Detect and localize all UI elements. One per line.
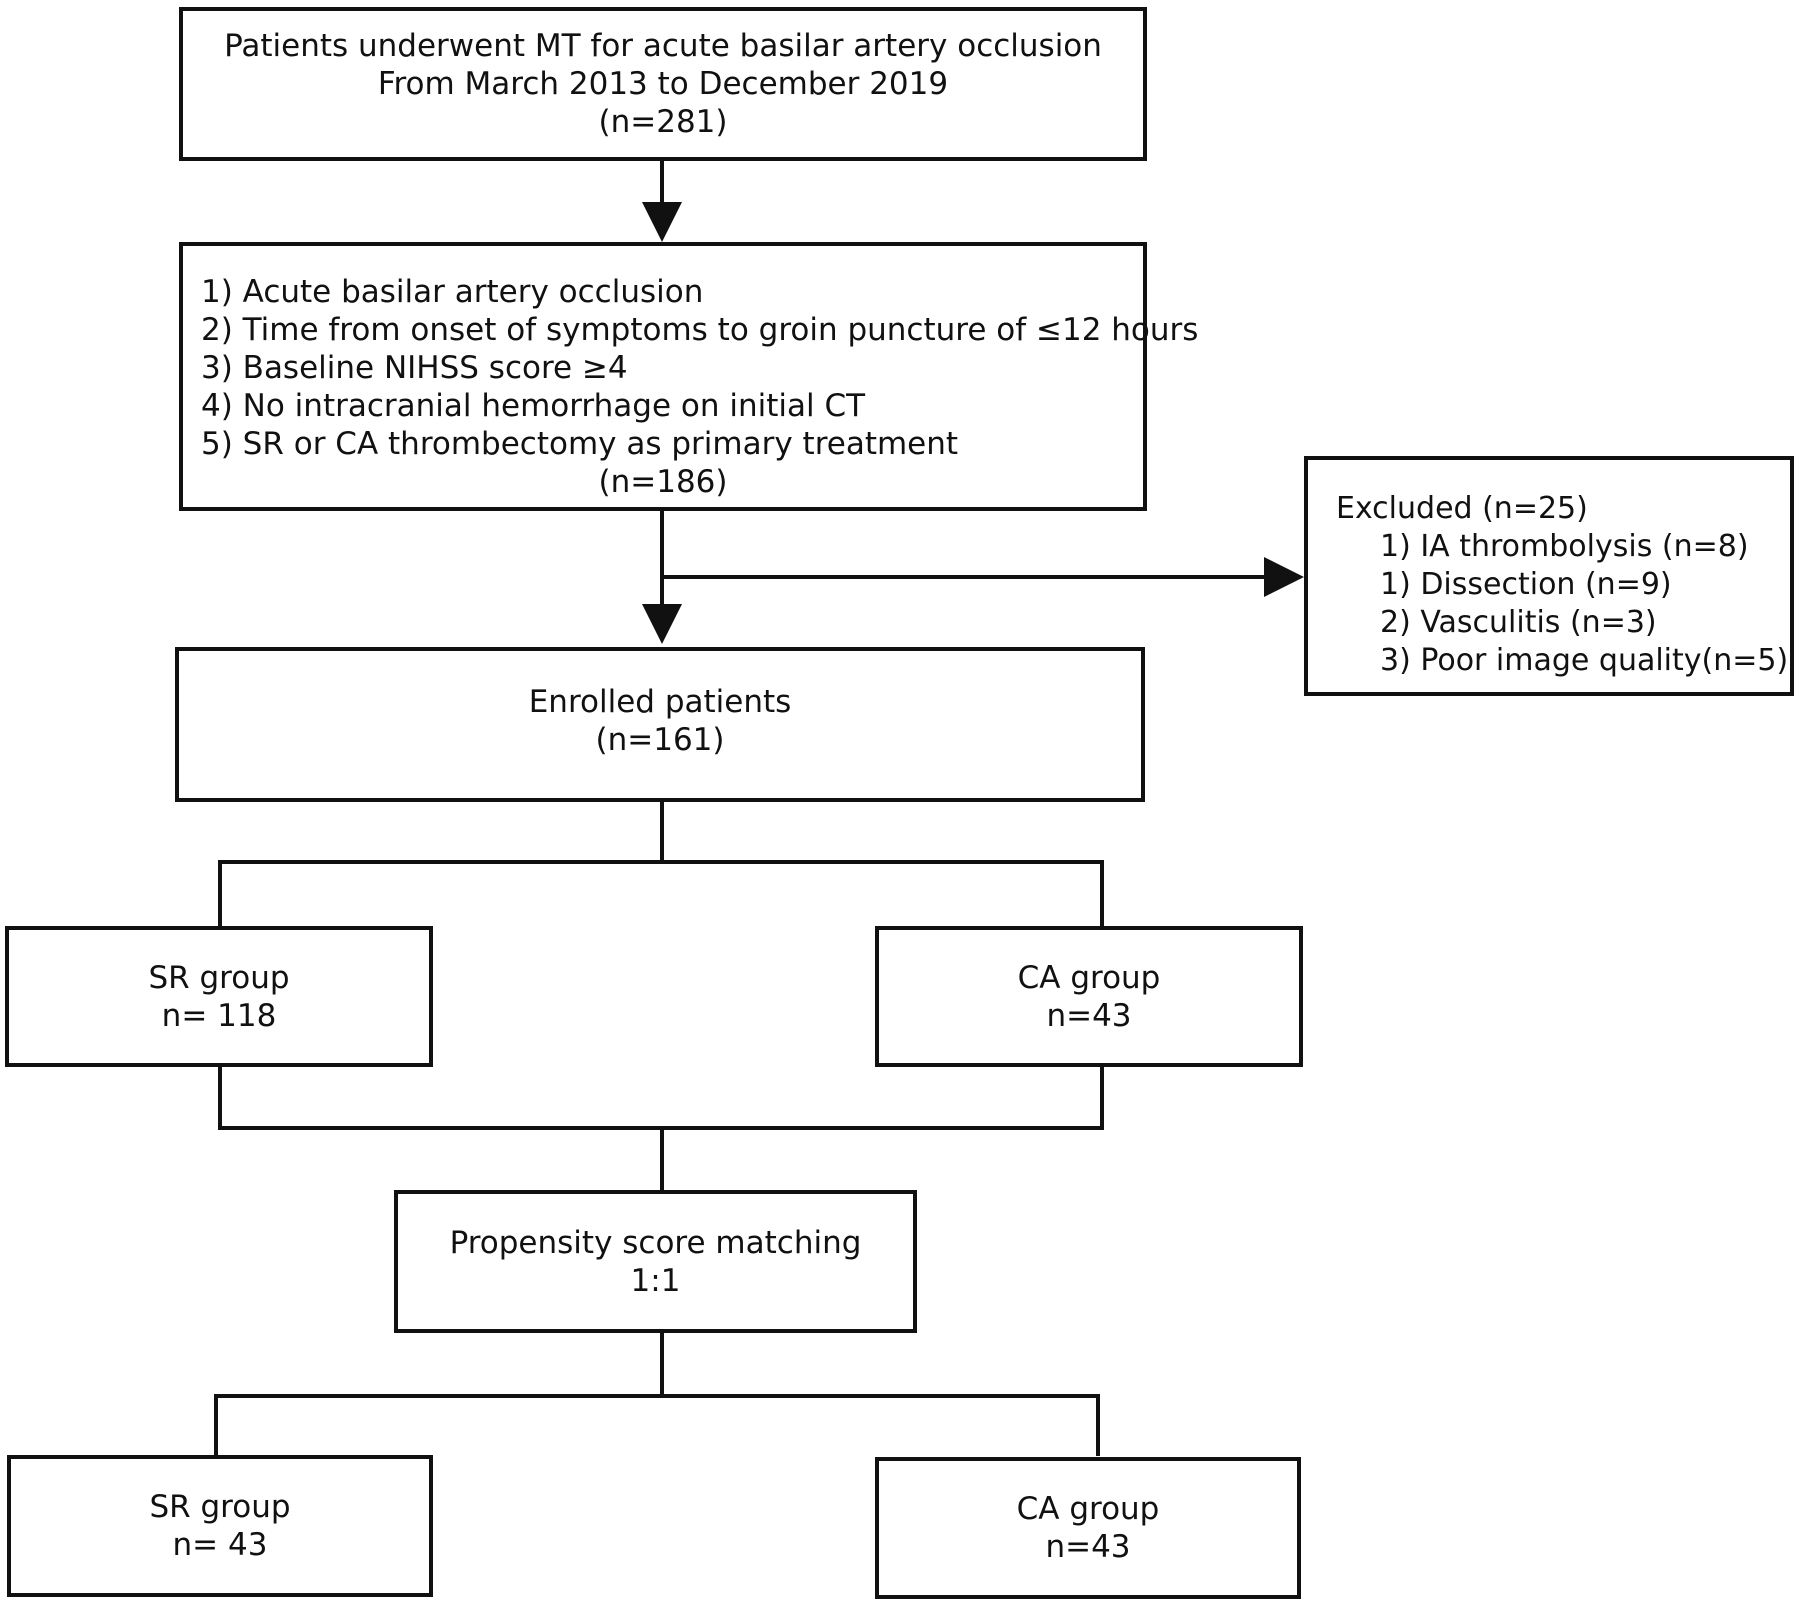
box-enrolled-patients: Enrolled patients (n=161) <box>175 647 1145 802</box>
excluded-item: 2) Vasculitis (n=3) <box>1380 605 1657 640</box>
criteria-item: 2) Time from onset of symptoms to groin … <box>201 312 1199 348</box>
criteria-item: 5) SR or CA thrombectomy as primary trea… <box>201 426 959 462</box>
box-excluded: Excluded (n=25) 1) IA thrombolysis (n=8)… <box>1304 456 1794 696</box>
box-patients-underwent-mt: Patients underwent MT for acute basilar … <box>179 7 1147 161</box>
psm-ratio: 1:1 <box>630 1262 681 1299</box>
split-enrolled-to-groups <box>218 801 664 928</box>
excluded-item: 1) IA thrombolysis (n=8) <box>1380 529 1749 564</box>
patients-line-1: Patients underwent MT for acute basilar … <box>224 28 1102 64</box>
enrolled-line-1: Enrolled patients <box>528 684 792 720</box>
sr-group-label: SR group <box>148 959 290 996</box>
psm-label: Propensity score matching <box>449 1224 862 1261</box>
criteria-count: (n=186) <box>598 464 728 500</box>
sr-matched-count: n= 43 <box>172 1527 268 1563</box>
box-sr-group: SR group n= 118 <box>5 926 433 1067</box>
excluded-title: Excluded (n=25) <box>1336 491 1588 526</box>
box-propensity-score-matching: Propensity score matching 1:1 <box>394 1190 917 1333</box>
ca-group-count: n=43 <box>1046 997 1132 1034</box>
excluded-item: 3) Poor image quality(n=5) <box>1380 643 1789 678</box>
box-ca-group: CA group n=43 <box>875 926 1303 1067</box>
sr-matched-label: SR group <box>149 1489 291 1525</box>
split-enrolled-to-ca <box>662 860 1104 928</box>
criteria-item: 3) Baseline NIHSS score ≥4 <box>201 350 628 386</box>
box-inclusion-criteria: 1) Acute basilar artery occlusion 2) Tim… <box>179 242 1199 511</box>
patients-line-2: From March 2013 to December 2019 <box>377 66 949 102</box>
criteria-item: 1) Acute basilar artery occlusion <box>201 274 704 310</box>
ca-matched-label: CA group <box>1016 1491 1160 1527</box>
ca-matched-count: n=43 <box>1045 1529 1131 1565</box>
patients-line-3: (n=281) <box>598 104 728 140</box>
sr-group-count: n= 118 <box>161 997 277 1034</box>
split-psm-to-matched <box>214 1332 664 1456</box>
box-sr-group-matched: SR group n= 43 <box>7 1455 433 1597</box>
split-psm-to-ca-matched <box>662 1394 1100 1456</box>
criteria-item: 4) No intracranial hemorrhage on initial… <box>201 388 866 424</box>
ca-group-label: CA group <box>1017 959 1161 996</box>
excluded-item: 1) Dissection (n=9) <box>1380 567 1672 602</box>
merge-groups-to-psm <box>218 1066 1104 1130</box>
box-ca-group-matched: CA group n=43 <box>875 1457 1301 1599</box>
enrolled-line-2: (n=161) <box>595 722 725 758</box>
